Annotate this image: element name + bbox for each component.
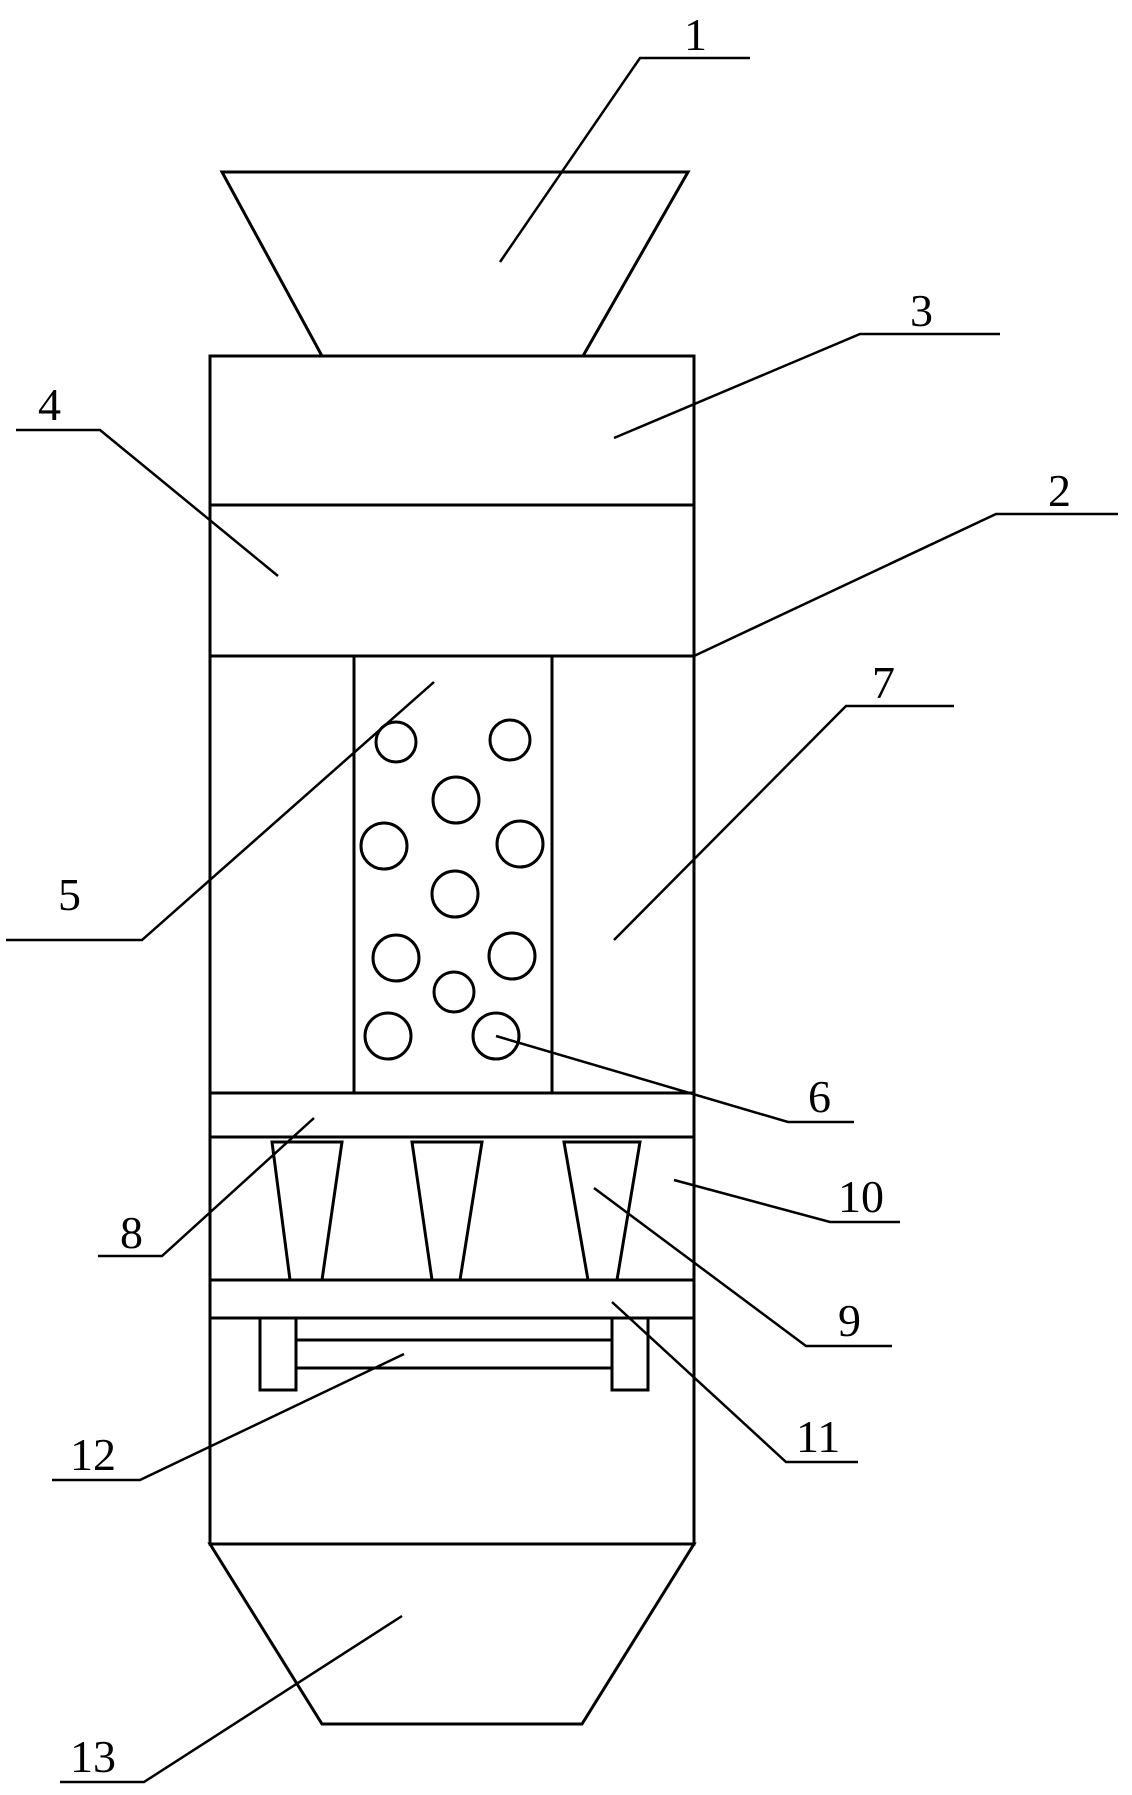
lower-plate [208, 1278, 696, 1320]
label-1: 1 [684, 9, 707, 60]
hole [363, 1011, 413, 1061]
label-11: 11 [796, 1411, 840, 1462]
leader-10 [673, 1178, 900, 1224]
leader-1 [498, 56, 750, 263]
label-13: 13 [70, 1731, 116, 1782]
leader-4 [16, 428, 279, 577]
roller-assembly [258, 1316, 650, 1392]
hopper [219, 170, 691, 358]
hole [359, 821, 409, 871]
cone-filters [270, 1140, 642, 1282]
discharge-cone [207, 1542, 697, 1726]
leader-9 [593, 1186, 892, 1348]
label-6: 6 [808, 1071, 831, 1122]
reference-labels: 1 3 4 2 7 5 6 8 10 9 11 12 13 [38, 9, 1071, 1782]
hole [471, 1011, 521, 1061]
label-3: 3 [910, 285, 933, 336]
perforation-holes [359, 718, 545, 1061]
label-2: 2 [1048, 465, 1071, 516]
cone-filter [270, 1140, 344, 1282]
hole [432, 970, 476, 1014]
hole [495, 819, 545, 869]
leader-11 [611, 1301, 858, 1464]
leader-6 [495, 1034, 854, 1124]
label-10: 10 [838, 1171, 884, 1222]
roller-support-left [258, 1316, 298, 1392]
hole [431, 775, 481, 825]
hole [488, 718, 532, 762]
leader-7 [613, 704, 954, 941]
label-9: 9 [838, 1295, 861, 1346]
label-8: 8 [120, 1207, 143, 1258]
leader-2 [693, 512, 1118, 658]
leader-13 [60, 1614, 403, 1784]
hole [374, 720, 418, 764]
leader-8 [98, 1117, 315, 1258]
label-5: 5 [58, 869, 81, 920]
leader-5 [6, 681, 435, 942]
perforated-tube [352, 654, 554, 1095]
hole [430, 869, 480, 919]
hole [371, 933, 421, 983]
cone-filter [410, 1140, 484, 1282]
label-4: 4 [38, 379, 61, 430]
label-7: 7 [872, 657, 895, 708]
cone-filter [562, 1140, 642, 1282]
leader-12 [52, 1352, 405, 1482]
label-12: 12 [70, 1429, 116, 1480]
leader-3 [613, 332, 1000, 440]
leader-lines [6, 56, 1118, 1784]
hole [487, 931, 537, 981]
upper-plate [208, 1091, 696, 1139]
